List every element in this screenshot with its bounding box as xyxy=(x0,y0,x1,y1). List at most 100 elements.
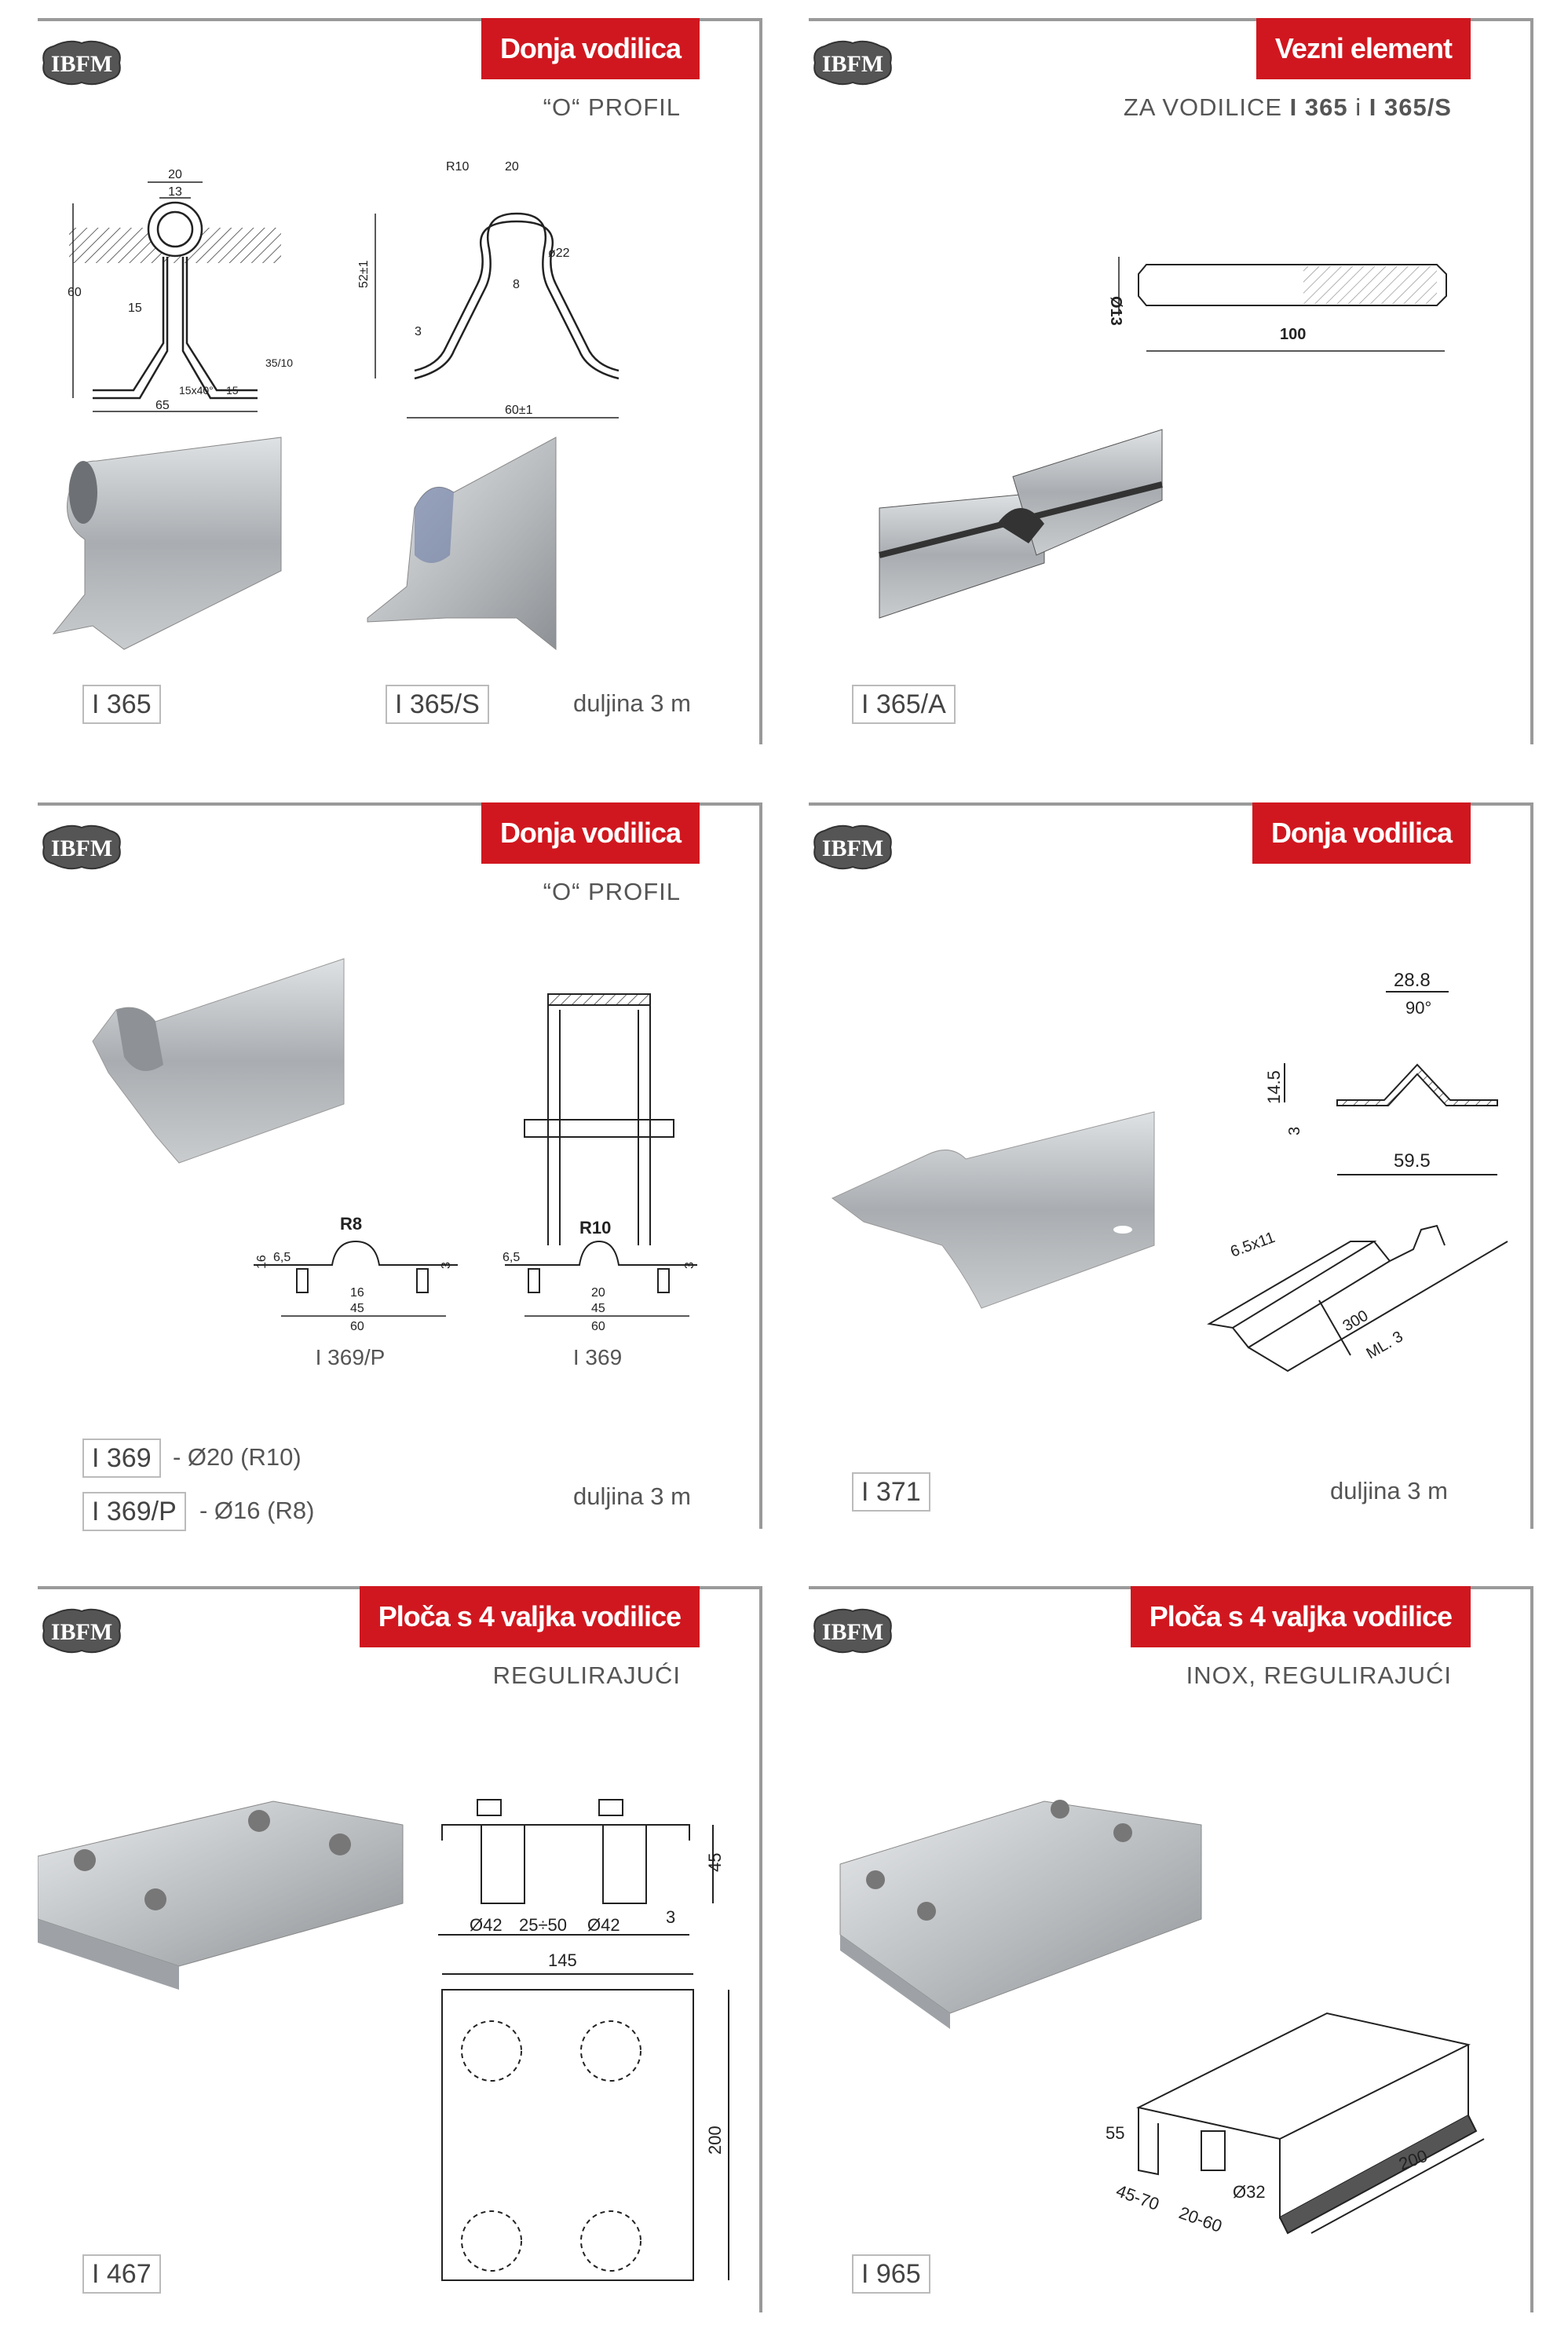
technical-drawings: Ø42 25÷50 Ø42 45 3 145 200 xyxy=(38,1799,729,2281)
product-panel-i365a: IBFM Vezni element ZA VODILICE I 365 i I… xyxy=(809,18,1533,744)
dim-label: 8 xyxy=(513,278,520,291)
product-photo-i965 xyxy=(839,1800,1202,2029)
dim-label: 55 xyxy=(1106,2123,1124,2143)
length-note: duljina 3 m xyxy=(1330,1477,1448,1504)
dim-label: Ø42 xyxy=(470,1915,503,1935)
dim-label: 16 xyxy=(350,1286,364,1300)
variant-subtitle: REGULIRAJUĆI xyxy=(492,1662,681,1689)
dim-label: 3 xyxy=(415,325,422,338)
product-panel-i369: IBFM Donja vodilica “O“ PROFIL R8 16 6,5… xyxy=(38,802,762,1531)
v-profile-drawing xyxy=(1284,991,1498,1175)
technical-drawings: R8 16 6,5 16 45 60 3 I 369/P R10 6,5 20 … xyxy=(92,958,697,1369)
product-panel-i365: IBFM Donja vodilica “O“ PROFIL 20 13 60 … xyxy=(38,18,762,744)
dim-label: 6,5 xyxy=(503,1251,520,1264)
dim-label: 15 xyxy=(128,302,142,315)
technical-drawings: 28.8 90° 14.5 3 59.5 6.5x11 300 ML. 3 xyxy=(832,970,1508,1373)
ibfm-logo: IBFM xyxy=(42,824,121,870)
dim-label: Ø32 xyxy=(1233,2182,1266,2202)
product-photo-i467 xyxy=(38,1800,404,1990)
dim-label: 28.8 xyxy=(1394,970,1431,991)
product-code: I 371 xyxy=(852,1472,930,1512)
svg-text:IBFM: IBFM xyxy=(822,1619,883,1645)
dim-label: 60 xyxy=(591,1320,605,1333)
technical-drawings: Ø13 100 xyxy=(879,257,1447,619)
dim-label: 6,5 xyxy=(273,1251,291,1264)
dim-label: 300 xyxy=(1340,1307,1372,1336)
product-panel-i371: IBFM Donja vodilica 28.8 90° 14.5 3 59.5… xyxy=(809,802,1533,1529)
variant-subtitle: INOX, REGULIRAJUĆI xyxy=(1186,1662,1452,1689)
ibfm-logo: IBFM xyxy=(42,40,121,86)
dim-label: R10 xyxy=(446,160,469,174)
product-photo-i365s xyxy=(367,437,557,651)
dim-label: 3 xyxy=(666,1907,675,1927)
product-panel-i965: IBFM Ploča s 4 valjka vodilice INOX, REG… xyxy=(809,1586,1533,2312)
product-photo-i371 xyxy=(832,1111,1155,1309)
technical-drawings: 55 Ø32 45-70 20-60 200 xyxy=(839,1800,1485,2236)
category-badge: Vezni element xyxy=(1255,18,1471,79)
category-badge: Donja vodilica xyxy=(481,802,700,864)
drawing-label: I 369/P xyxy=(316,1345,386,1369)
dim-label: 200 xyxy=(705,2126,725,2155)
svg-text:IBFM: IBFM xyxy=(822,835,883,861)
product-code: I 965 xyxy=(852,2254,930,2294)
side-drawing xyxy=(438,1799,729,2281)
profile-subtitle: “O“ PROFIL xyxy=(543,93,681,121)
product-code: I 365/S xyxy=(386,685,489,724)
length-note: duljina 3 m xyxy=(573,689,691,717)
category-badge: Ploča s 4 valjka vodilice xyxy=(1130,1586,1471,1647)
category-badge: Donja vodilica xyxy=(481,18,700,79)
product-code: I 369 xyxy=(82,1439,161,1478)
dim-label: 45 xyxy=(591,1302,605,1315)
product-code: I 467 xyxy=(82,2254,161,2294)
dim-label: Ø42 xyxy=(587,1915,620,1935)
profile-drawing-i365 xyxy=(69,181,281,412)
dim-label: 59.5 xyxy=(1394,1150,1431,1172)
dim-label: 90° xyxy=(1405,998,1431,1018)
dim-label: 20 xyxy=(168,168,182,181)
profile-subtitle: “O“ PROFIL xyxy=(543,878,681,905)
dim-label: 45 xyxy=(705,1853,725,1872)
dim-label: 15x40° xyxy=(179,384,214,397)
subtitle-text: ZA VODILICE xyxy=(1123,93,1290,121)
ibfm-logo: IBFM xyxy=(42,1608,121,1654)
svg-text:IBFM: IBFM xyxy=(51,835,112,861)
dim-label: 3 xyxy=(1286,1127,1303,1135)
isometric-drawing xyxy=(1207,1224,1508,1373)
dim-label: 25÷50 xyxy=(519,1915,567,1935)
code-description: - Ø20 (R10) xyxy=(173,1443,302,1471)
dim-label: 60 xyxy=(68,286,82,299)
length-note: duljina 3 m xyxy=(573,1482,691,1510)
product-code: I 365/A xyxy=(852,685,956,724)
dim-label: 20-60 xyxy=(1176,2203,1224,2236)
product-panel-i467: IBFM Ploča s 4 valjka vodilice REGULIRAJ… xyxy=(38,1586,762,2312)
dim-label: 3 xyxy=(683,1262,696,1269)
connector-photo xyxy=(879,429,1163,619)
dim-label: R8 xyxy=(340,1214,362,1234)
subtitle-code: I 365 xyxy=(1289,93,1348,121)
ibfm-logo: IBFM xyxy=(813,824,892,870)
dim-label: 145 xyxy=(548,1950,577,1970)
dim-label: ML. 3 xyxy=(1364,1328,1406,1362)
compatibility-subtitle: ZA VODILICE I 365 i I 365/S xyxy=(1124,93,1452,122)
svg-text:IBFM: IBFM xyxy=(822,51,883,77)
dim-label: 20 xyxy=(591,1286,605,1300)
ibfm-logo: IBFM xyxy=(813,1608,892,1654)
dim-label: 35/10 xyxy=(265,356,293,369)
category-badge: Ploča s 4 valjka vodilice xyxy=(359,1586,700,1647)
svg-text:IBFM: IBFM xyxy=(51,51,112,77)
product-code: I 365 xyxy=(82,685,161,724)
dim-label: 6.5x11 xyxy=(1228,1229,1277,1261)
dim-label: 3 xyxy=(440,1262,453,1269)
technical-drawings: 20 13 60 15 35/10 15x40° 15 65 R10 20 ø2… xyxy=(52,160,620,651)
dim-label: 100 xyxy=(1280,326,1306,343)
isometric-drawing xyxy=(1136,2012,1485,2235)
dim-label: ø22 xyxy=(548,247,570,260)
drawing-i369p xyxy=(254,1240,458,1317)
dim-label: 65 xyxy=(155,399,170,412)
dim-label: 60±1 xyxy=(505,404,533,417)
pin-drawing xyxy=(1118,257,1447,352)
subtitle-code: I 365/S xyxy=(1369,93,1452,121)
code-description: - Ø16 (R8) xyxy=(199,1497,315,1524)
drawing-label: I 369 xyxy=(573,1345,622,1369)
dim-label: 45 xyxy=(350,1302,364,1315)
